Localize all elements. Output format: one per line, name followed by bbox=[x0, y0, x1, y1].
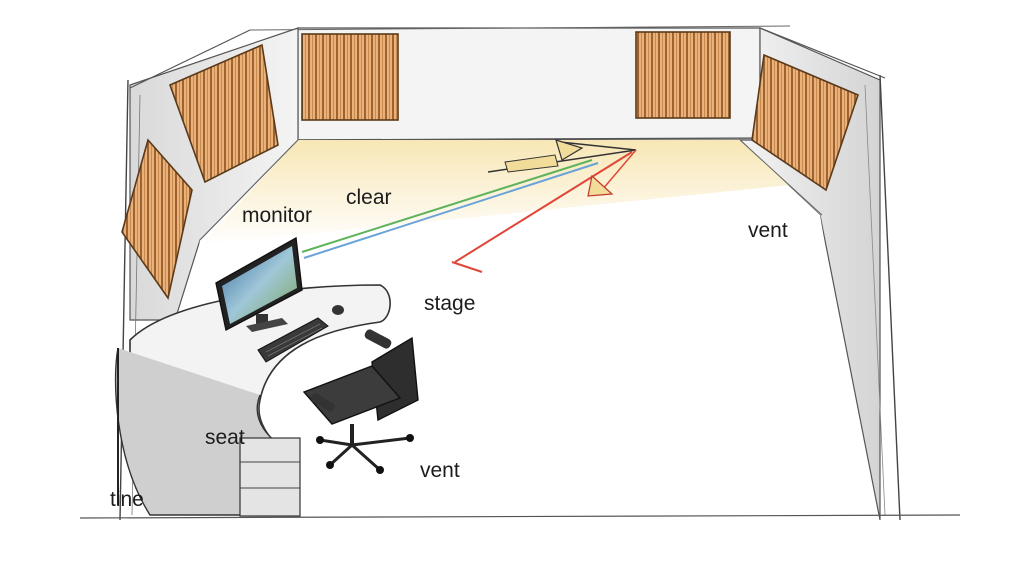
label-tine: tine bbox=[110, 488, 144, 511]
acoustic-panel-back-right bbox=[635, 31, 731, 119]
label-clear: clear bbox=[346, 186, 392, 209]
reflection-beams bbox=[301, 139, 637, 273]
monitor bbox=[215, 236, 303, 332]
label-seat: seat bbox=[205, 426, 245, 449]
acoustic-panel-left-low bbox=[121, 138, 193, 300]
label-vent-right: vent bbox=[748, 219, 788, 242]
acoustic-panel-left-high bbox=[168, 43, 279, 184]
label-vent-chair: vent bbox=[420, 459, 460, 482]
label-monitor: monitor bbox=[242, 204, 313, 227]
office-chair bbox=[302, 329, 419, 474]
floor bbox=[79, 139, 961, 519]
keyboard bbox=[257, 317, 329, 363]
label-stage: stage bbox=[424, 292, 476, 315]
mouse bbox=[332, 305, 344, 315]
acoustic-panel-right bbox=[751, 53, 859, 192]
acoustic-panel-back-left bbox=[301, 33, 399, 121]
